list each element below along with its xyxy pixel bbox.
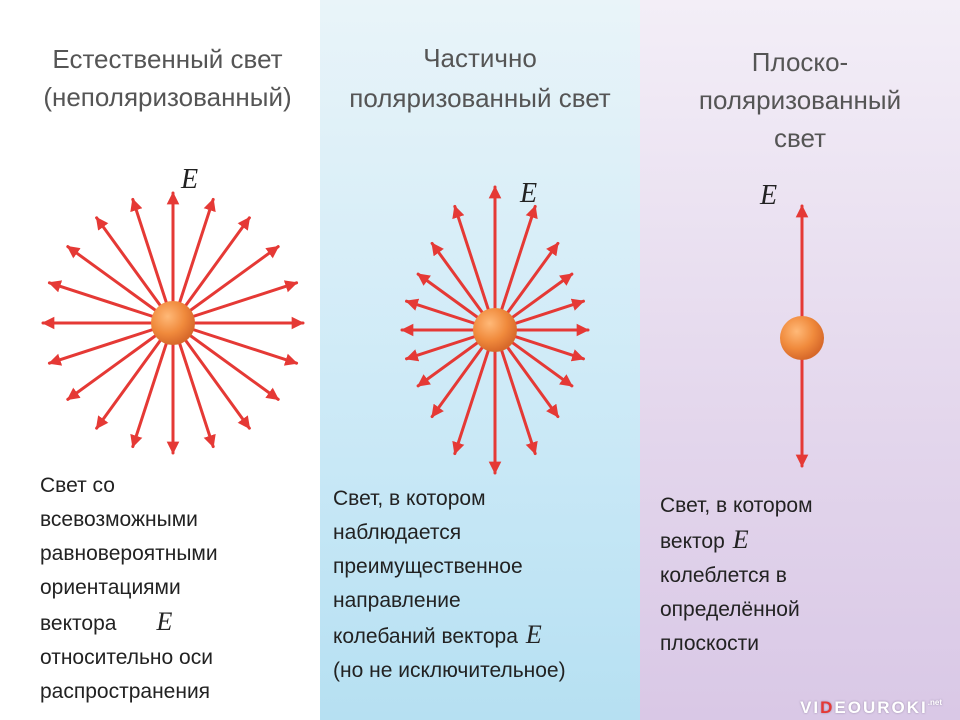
desc-natural-text: вектора (40, 612, 117, 635)
e-vector-label-partial: E (520, 178, 538, 209)
e-vector-inline: E (156, 607, 173, 636)
title-natural-line1: Естественный свет (52, 44, 283, 74)
desc-partial-text: колебаний вектора (333, 625, 518, 648)
title-plane-line2: поляризованный (698, 85, 902, 115)
logo-text-4: .net (927, 698, 942, 707)
desc-partially-polarized: Свет, в котором наблюдается преимуществе… (333, 482, 566, 688)
desc-partial-line: (но не исключительное) (333, 659, 566, 682)
desc-plane-line: колеблется в (660, 564, 787, 587)
desc-natural-line: всевозможными (40, 508, 198, 531)
title-plane-line1: Плоско- (751, 47, 849, 77)
desc-plane-line: вектор E (660, 523, 813, 559)
desc-plane-line: определённой (660, 598, 800, 621)
desc-plane-line: Свет, в котором (660, 494, 813, 517)
light-source-ball-plane (780, 316, 824, 360)
title-natural-light: Естественный свет (неполяризованный) (0, 40, 335, 116)
videouroki-logo: VIDEOUROKI.net (800, 698, 942, 718)
e-vector-inline: E (732, 525, 749, 554)
title-partial-line1: Частично (423, 43, 537, 73)
title-plane-line3: свет (773, 123, 827, 153)
title-partial-line2: поляризованный свет (349, 83, 611, 113)
title-natural-line2: (неполяризованный) (43, 82, 292, 112)
desc-natural-light: Свет со всевозможными равновероятными ор… (40, 469, 218, 709)
desc-natural-line: распространения (40, 680, 211, 703)
desc-natural-line: вектора E (40, 605, 218, 641)
title-partially-polarized: Частично поляризованный свет (320, 38, 640, 118)
desc-natural-line: ориентациями (40, 576, 181, 599)
plane-polarized-panel (640, 0, 960, 720)
light-source-ball-partial (473, 308, 517, 352)
e-vector-inline: E (525, 620, 542, 649)
title-plane-polarized: Плоско- поляризованный свет (640, 43, 960, 157)
desc-natural-line: Свет со (40, 474, 115, 497)
logo-text-3: EOUROKI (834, 698, 928, 717)
partially-polarized-panel (320, 0, 640, 720)
e-vector-label-plane: E (760, 180, 778, 211)
desc-plane-polarized: Свет, в котором вектор E колеблется в опр… (660, 489, 813, 661)
desc-natural-line: относительно оси (40, 646, 213, 669)
desc-plane-text: вектор (660, 530, 725, 553)
desc-partial-line: Свет, в котором (333, 487, 486, 510)
desc-partial-line: преимущественное (333, 555, 523, 578)
desc-partial-line: колебаний вектора E (333, 618, 566, 654)
desc-natural-line: равновероятными (40, 542, 218, 565)
e-vector-label-natural: E (181, 164, 199, 195)
logo-text-2: D (820, 698, 835, 717)
desc-partial-line: направление (333, 589, 461, 612)
desc-plane-line: плоскости (660, 632, 759, 655)
light-source-ball-natural (151, 301, 195, 345)
desc-partial-line: наблюдается (333, 521, 462, 544)
logo-text-1: VI (800, 698, 821, 717)
